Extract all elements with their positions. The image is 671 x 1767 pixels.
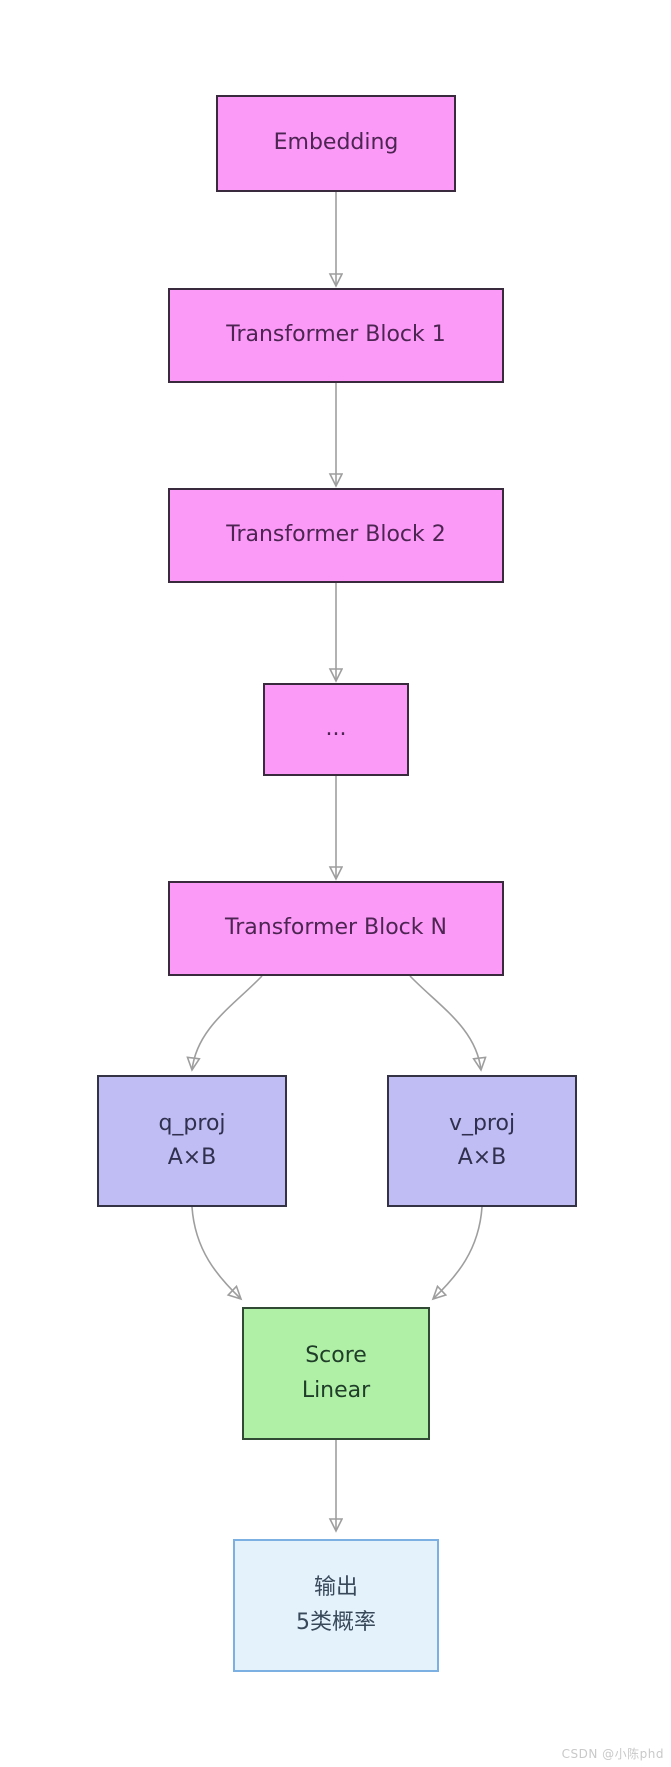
node-ellipsis-label: ... xyxy=(325,716,347,742)
node-transformer-block-1: Transformer Block 1 xyxy=(168,288,504,383)
node-transformer-block-2: Transformer Block 2 xyxy=(168,488,504,583)
node-q-proj-subtitle: A×B xyxy=(167,1145,217,1170)
node-v-proj: v_proj A×B xyxy=(387,1075,577,1207)
node-v-proj-subtitle: A×B xyxy=(457,1145,507,1170)
node-output-subtitle: 5类概率 xyxy=(296,1609,376,1635)
node-transformer-block-n: Transformer Block N xyxy=(168,881,504,976)
edge-qproj-score xyxy=(191,1206,241,1299)
node-v-proj-title: v_proj xyxy=(448,1110,516,1136)
edge-blockN-vproj xyxy=(409,975,481,1070)
edge-vproj-score xyxy=(433,1206,483,1299)
node-q-proj-title: q_proj xyxy=(158,1110,226,1136)
node-output-probabilities: 输出 5类概率 xyxy=(233,1539,439,1672)
csdn-watermark: CSDN @小陈phd xyxy=(561,1747,664,1761)
node-q-proj: q_proj A×B xyxy=(97,1075,287,1207)
edge-blockN-qproj xyxy=(192,975,263,1070)
node-transformer-block-1-label: Transformer Block 1 xyxy=(226,322,446,348)
node-transformer-block-2-label: Transformer Block 2 xyxy=(226,522,446,548)
node-score-linear-title: Score xyxy=(305,1343,367,1369)
node-output-title: 输出 xyxy=(313,1575,358,1601)
node-transformer-block-n-label: Transformer Block N xyxy=(225,915,447,941)
node-embedding: Embedding xyxy=(216,95,456,192)
node-score-linear-subtitle: Linear xyxy=(301,1377,371,1403)
node-embedding-label: Embedding xyxy=(273,130,399,156)
node-score-linear: Score Linear xyxy=(242,1307,430,1440)
node-ellipsis: ... xyxy=(263,683,409,776)
